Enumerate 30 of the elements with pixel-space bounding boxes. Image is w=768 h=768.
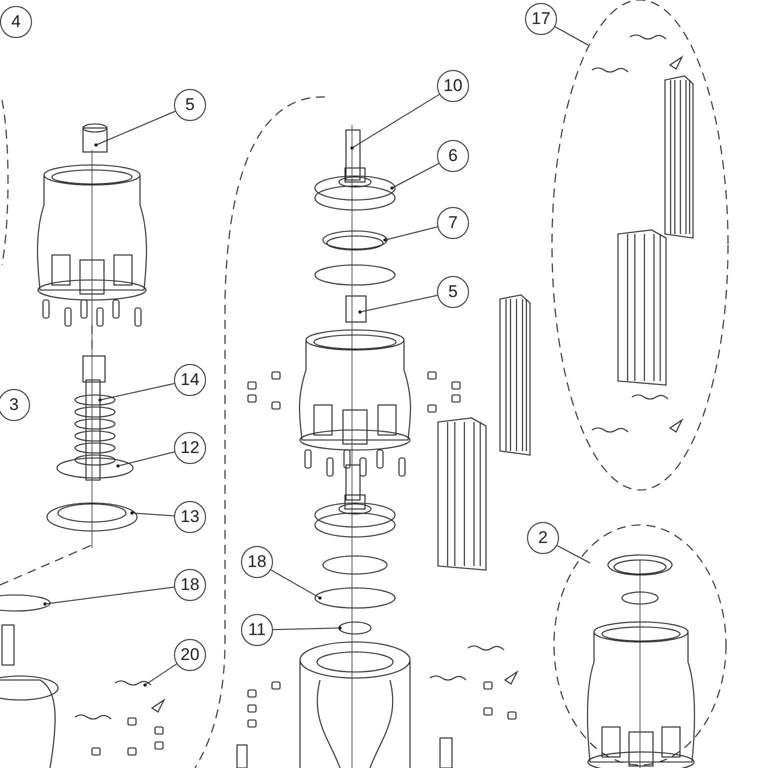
leader-line <box>270 569 322 600</box>
callout-number: 10 <box>437 70 469 102</box>
leader-line <box>383 226 438 242</box>
leader-line <box>116 451 175 468</box>
callout-number: 12 <box>174 432 206 464</box>
leader-line <box>143 663 178 687</box>
leader-line <box>358 294 438 314</box>
leader-line <box>272 626 342 630</box>
leader-line <box>130 511 175 516</box>
leader-line <box>350 94 440 150</box>
callout-number: 5 <box>437 276 469 308</box>
leader-line <box>554 26 588 46</box>
leader-line <box>43 586 175 606</box>
callout-number: 7 <box>437 207 469 239</box>
callout-number: 6 <box>437 140 469 172</box>
callout-number: 20 <box>174 639 206 671</box>
leader-line <box>94 110 176 147</box>
callout-number: 14 <box>174 364 206 396</box>
leader-line <box>390 162 440 190</box>
callout-number: 2 <box>527 522 559 554</box>
callout-number: 17 <box>525 3 557 35</box>
leader-line <box>556 545 590 564</box>
leader-line <box>98 382 175 402</box>
callout-number: 11 <box>241 614 273 646</box>
callout-number: 3 <box>0 389 30 421</box>
callout-number: 4 <box>0 6 32 38</box>
callout-number: 18 <box>174 569 206 601</box>
callout-number: 13 <box>174 501 206 533</box>
callout-number: 5 <box>174 89 206 121</box>
callout-number: 18 <box>241 546 273 578</box>
